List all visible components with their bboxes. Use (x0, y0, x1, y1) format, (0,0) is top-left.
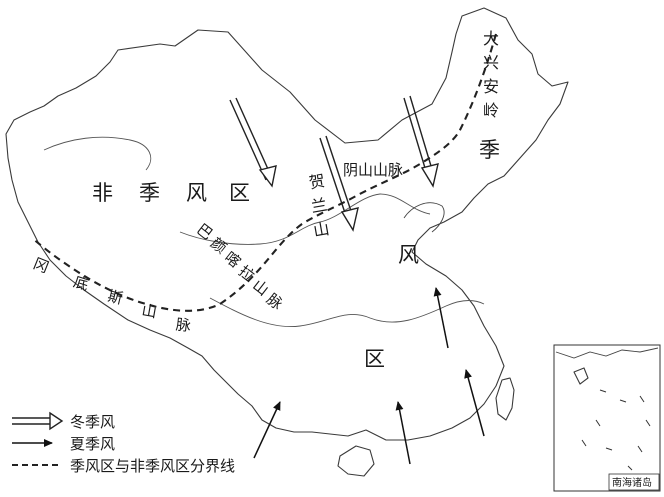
yin-shan-label: 阴山山脉 (343, 161, 403, 179)
mountain-char: 岭 (483, 101, 499, 120)
inset-islands (581, 389, 651, 471)
mountain-char: 山 (140, 301, 158, 321)
summer-monsoon-arrows (253, 287, 485, 465)
he-lan-shan-label: 贺 兰 山 (307, 171, 331, 240)
inset-island-dash (581, 439, 587, 447)
inset-label: 南海诸岛 (612, 476, 652, 489)
inset-island-dash (605, 447, 613, 451)
south-china-sea-inset: 南海诸岛 (553, 344, 661, 492)
region-char: 风 (398, 243, 419, 267)
da-xing-an-ling-label: 大 兴 安 岭 (483, 29, 499, 120)
mountain-char: 斯 (106, 287, 125, 308)
inset-coast (555, 347, 659, 359)
winter-monsoon-icon (49, 411, 64, 431)
non-monsoon-region-label: 非 季 风 区 (92, 181, 250, 205)
legend-boundary: 季风区与非季风区分界线 (12, 457, 235, 475)
inset-island (573, 367, 589, 385)
mountain-char: 安 (483, 77, 499, 96)
region-char: 风 (186, 181, 207, 205)
china-outline (5, 7, 569, 441)
tarim-river (43, 136, 152, 171)
summer-monsoon-arrow (253, 401, 281, 459)
summer-monsoon-arrow (395, 401, 411, 465)
inset-island-dash (639, 395, 645, 403)
legend-summer-monsoon: 夏季风 (12, 435, 115, 453)
winter-monsoon-arrow (235, 97, 273, 179)
summer-monsoon-arrow (464, 369, 485, 437)
mountain-char: 底 (71, 273, 91, 295)
inset-island-dash (645, 419, 651, 427)
summer-monsoon-arrow (433, 287, 449, 349)
bohai-coast (403, 202, 445, 233)
winter-monsoon-arrowhead (258, 165, 277, 188)
winter-monsoon-arrow (229, 99, 267, 181)
winter-monsoon-arrowhead (420, 163, 439, 188)
mountain-char: 脉 (175, 315, 192, 334)
legend: 冬季风 夏季风 季风区与非季风区分界线 (12, 411, 235, 475)
region-char: 季 (139, 181, 160, 205)
winter-monsoon-arrows (229, 95, 439, 232)
region-char: 非 (92, 181, 113, 205)
mountain-char: 冈 (31, 254, 52, 276)
legend-winter-label: 冬季风 (70, 413, 115, 431)
hainan-island (337, 445, 375, 477)
region-char: 季 (479, 138, 500, 162)
taiwan-island (495, 377, 515, 421)
inset-island-dash (595, 419, 601, 427)
winter-monsoon-arrow (325, 135, 355, 221)
mountain-char: 大 (483, 29, 499, 48)
mountain-char: 兰 (310, 195, 329, 216)
winter-monsoon-arrowhead (340, 207, 359, 232)
legend-winter-monsoon: 冬季风 (12, 411, 115, 431)
legend-summer-label: 夏季风 (70, 435, 115, 453)
inset-island-dash (599, 389, 607, 393)
winter-monsoon-arrow (403, 97, 429, 179)
inset-frame (553, 344, 661, 492)
gang-di-si-label: 冈 底 斯 山 脉 (31, 254, 192, 335)
winter-monsoon-arrow (319, 137, 349, 223)
winter-monsoon-arrow (409, 95, 435, 177)
region-char: 区 (229, 181, 250, 205)
monsoon-boundary (31, 33, 498, 312)
mountain-char: 山 (312, 219, 331, 240)
inset-island-dash (627, 465, 633, 471)
inset-island-dash (637, 445, 643, 453)
region-char: 区 (364, 347, 385, 371)
yangtze-river (209, 297, 485, 328)
monsoon-region-label: 季 风 区 (364, 138, 500, 371)
mountain-char: 兴 (483, 53, 499, 72)
mountain-char: 贺 (307, 171, 326, 192)
legend-boundary-label: 季风区与非季风区分界线 (70, 457, 235, 475)
yellow-river (179, 193, 431, 245)
inset-island-dash (619, 399, 627, 403)
inset-label-box (608, 473, 660, 491)
